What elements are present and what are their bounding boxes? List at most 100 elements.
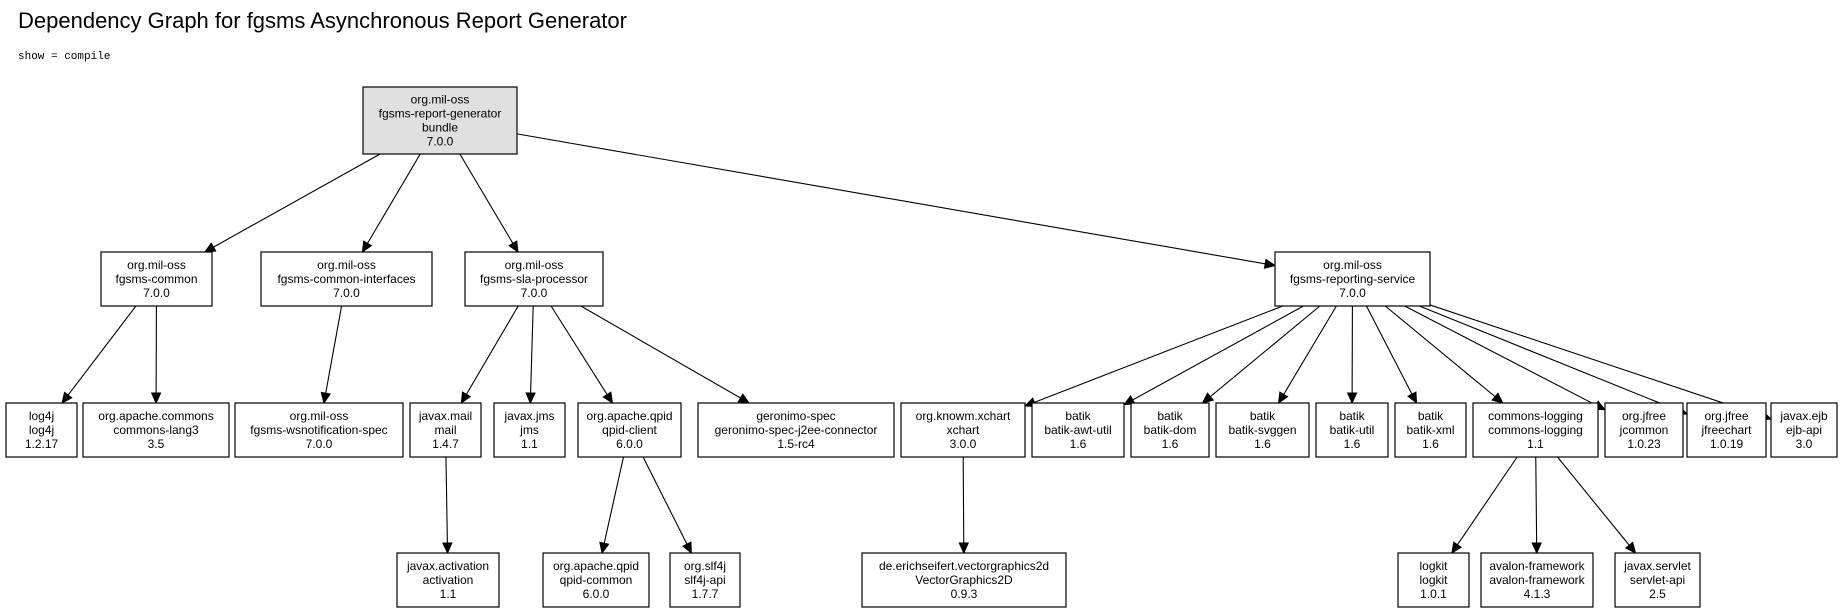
edge-line <box>1034 305 1284 403</box>
edge-root-to-reporting-service <box>516 133 1277 269</box>
edge-common-to-commons-lang3 <box>150 305 162 405</box>
node-group: batik <box>1065 409 1091 423</box>
node-version: 3.0.0 <box>950 437 977 451</box>
node-group: de.erichseifert.vectorgraphics2d <box>879 559 1049 573</box>
node-group: javax.jms <box>503 409 554 423</box>
edges-layer <box>61 133 1773 555</box>
node-artifact: activation <box>423 573 474 587</box>
node-box <box>493 402 566 458</box>
node-box <box>234 402 404 458</box>
edge-commons-logging-to-servlet-api <box>1557 456 1637 554</box>
node-group: commons-logging <box>1488 409 1583 423</box>
node-version: 1.0.23 <box>1627 437 1661 451</box>
node-box <box>82 402 230 458</box>
node-group: org.mil-oss <box>127 258 186 272</box>
node-group: org.mil-oss <box>290 409 349 423</box>
arrowhead <box>1531 542 1542 555</box>
scope-filter-label: show = compile <box>18 51 111 63</box>
node-version: 3.5 <box>148 437 165 451</box>
node-group: avalon-framework <box>1489 559 1585 573</box>
node-geronimo: geronimo-specgeronimo-spec-j2ee-connecto… <box>697 402 895 458</box>
node-group: logkit <box>1419 559 1448 573</box>
node-version: 2.5 <box>1649 587 1666 601</box>
edge-line <box>1283 305 1337 395</box>
edge-reporting-service-to-xchart <box>1023 305 1284 408</box>
node-group: org.jfree <box>1704 409 1748 423</box>
edge-line <box>516 133 1266 265</box>
node-artifact: fgsms-common <box>115 272 197 286</box>
node-group: batik <box>1250 409 1276 423</box>
edge-line <box>67 305 137 396</box>
node-version: 1.5-rc4 <box>777 437 815 451</box>
node-version: 1.1 <box>440 587 457 601</box>
node-version: 1.6 <box>1162 437 1179 451</box>
edge-xchart-to-vectorgraphics2d <box>958 456 970 555</box>
node-box <box>1130 402 1210 458</box>
edge-line <box>213 153 381 248</box>
node-artifact: qpid-client <box>602 423 657 437</box>
node-artifact: qpid-common <box>560 573 633 587</box>
node-artifact: logkit <box>1419 573 1448 587</box>
arrowhead <box>1491 392 1504 404</box>
edge-commons-logging-to-avalon-framework <box>1531 456 1542 555</box>
node-artifact: fgsms-sla-processor <box>480 272 588 286</box>
node-box <box>100 251 213 307</box>
node-group: org.mil-oss <box>1323 258 1382 272</box>
node-artifact: batik-dom <box>1144 423 1197 437</box>
node-artifact: batik-awt-util <box>1044 423 1111 437</box>
node-artifact: ejb-api <box>1786 423 1822 437</box>
arrowhead <box>150 392 162 405</box>
node-version: 7.0.0 <box>333 286 360 300</box>
arrowhead <box>599 541 610 555</box>
node-version: 1.7.7 <box>692 587 719 601</box>
node-box <box>697 402 895 458</box>
page-title: Dependency Graph for fgsms Asynchronous … <box>18 8 627 33</box>
node-artifact: log4j <box>29 423 54 437</box>
node-type: bundle <box>422 121 458 135</box>
arrowhead <box>1201 392 1215 404</box>
arrowhead <box>1263 258 1277 269</box>
node-version: 1.2.17 <box>25 437 59 451</box>
edge-line <box>580 305 741 399</box>
edge-sla-processor-to-jms <box>525 305 536 405</box>
arrowhead <box>442 542 453 555</box>
node-version: 7.0.0 <box>1339 286 1366 300</box>
node-version: 3.0 <box>1796 437 1813 451</box>
edge-line <box>1404 305 1597 406</box>
edge-line <box>1535 456 1538 544</box>
arrowhead <box>737 393 751 404</box>
edge-reporting-service-to-commons-logging <box>1384 305 1504 404</box>
node-group: org.mil-oss <box>317 258 376 272</box>
node-version: 6.0.0 <box>583 587 610 601</box>
node-group: geronimo-spec <box>756 409 835 423</box>
node-artifact: servlet-api <box>1630 573 1685 587</box>
arrowhead <box>1451 541 1463 555</box>
node-box <box>1770 402 1838 458</box>
node-artifact: slf4j-api <box>684 573 725 587</box>
arrowhead <box>681 541 692 555</box>
node-root: org.mil-ossfgsms-report-generatorbundle7… <box>362 86 518 155</box>
edge-reporting-service-to-jcommon <box>1404 305 1607 411</box>
node-group: org.apache.commons <box>98 409 213 423</box>
edge-line <box>962 456 965 544</box>
node-version: 1.1 <box>1527 437 1544 451</box>
node-box <box>362 86 518 155</box>
node-group: batik <box>1418 409 1444 423</box>
node-group: org.mil-oss <box>505 258 564 272</box>
node-version: 1.6 <box>1344 437 1361 451</box>
node-version: 7.0.0 <box>143 286 170 300</box>
arrowhead <box>460 391 472 405</box>
